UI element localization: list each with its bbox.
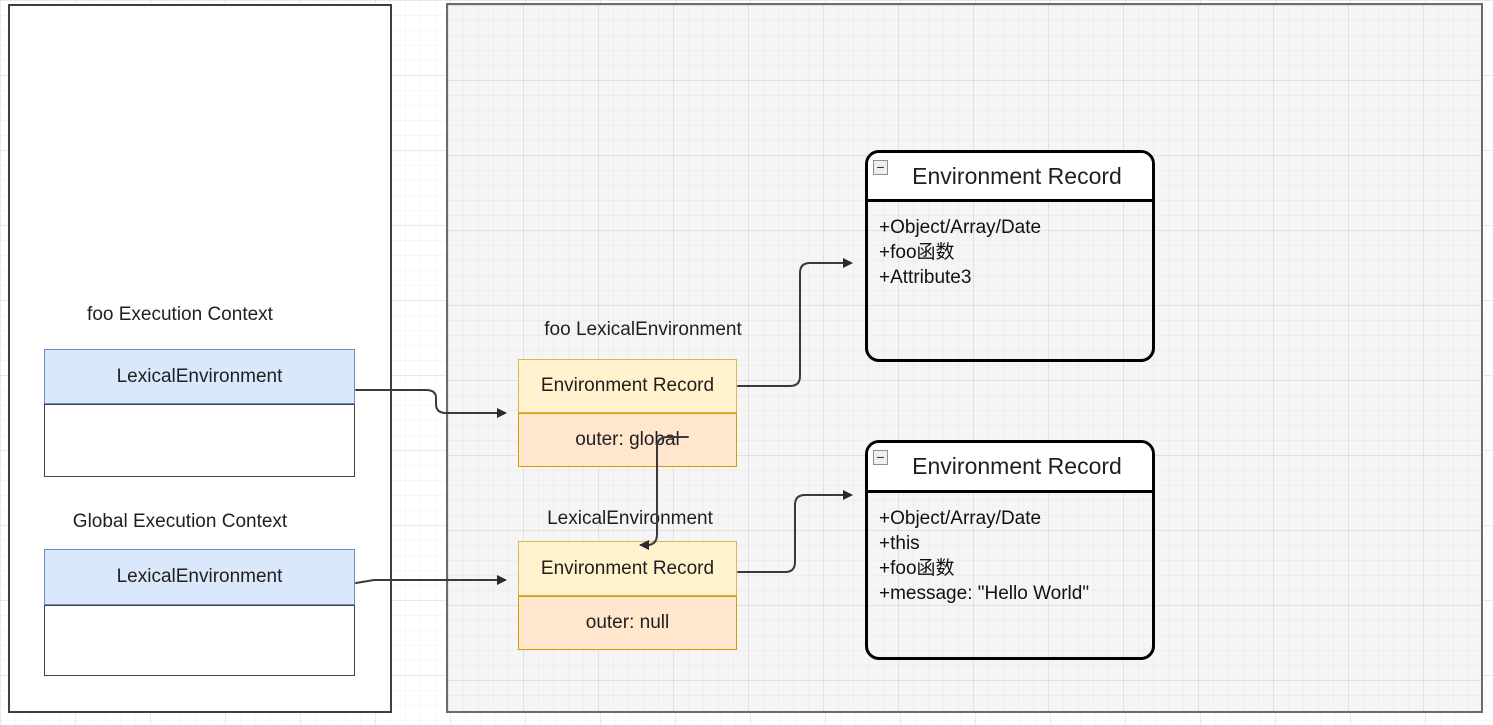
global-lexicalenvironment-title: LexicalEnvironment — [547, 508, 713, 529]
global-record-attributes: +Object/Array/Date +this +foo函数 +message: "… — [868, 493, 1152, 606]
global-environment-record-class[interactable]: − Environment Record +Object/Array/Date+… — [865, 440, 1155, 660]
attribute-line: +this — [879, 533, 920, 554]
foo-record-title-bar: − Environment Record — [868, 153, 1152, 202]
global-environment-record-cell[interactable]: Environment Record — [518, 541, 737, 596]
global-empty-cell[interactable] — [44, 605, 355, 676]
foo-environment-record-cell[interactable]: Environment Record — [518, 359, 737, 413]
foo-environment-record-class[interactable]: − Environment Record +Object/Array/Date+… — [865, 150, 1155, 362]
global-record-title: Environment Record — [912, 453, 1122, 479]
global-execution-context-label: Global Execution Context — [72, 511, 288, 532]
foo-record-attributes: +Object/Array/Date +foo函数 +Attribute3 — [868, 202, 1152, 290]
global-record-title-bar: − Environment Record — [868, 443, 1152, 493]
foo-lexicalenvironment-title: foo LexicalEnvironment — [544, 319, 742, 340]
foo-execution-context-label: foo Execution Context — [87, 304, 273, 325]
minus-icon[interactable]: − — [873, 450, 888, 465]
global-lexical-environment-cell[interactable]: LexicalEnvironment — [44, 549, 355, 605]
global-outer-cell[interactable]: outer: null — [518, 596, 737, 650]
minus-icon[interactable]: − — [873, 160, 888, 175]
attribute-line: +message: "Hello World" — [879, 583, 1090, 604]
foo-outer-cell[interactable]: outer: global — [518, 413, 737, 467]
foo-empty-cell[interactable] — [44, 404, 355, 477]
attribute-line: +Object/Array/Date — [879, 508, 1042, 529]
foo-record-title: Environment Record — [912, 162, 1122, 189]
foo-lexical-environment-cell[interactable]: LexicalEnvironment — [44, 349, 355, 404]
attribute-line: +Attribute3 — [879, 267, 972, 288]
attribute-line: +Object/Array/Date — [879, 217, 1042, 238]
attribute-line: +foo函数 — [879, 558, 955, 579]
attribute-line: +foo函数 — [879, 242, 955, 263]
